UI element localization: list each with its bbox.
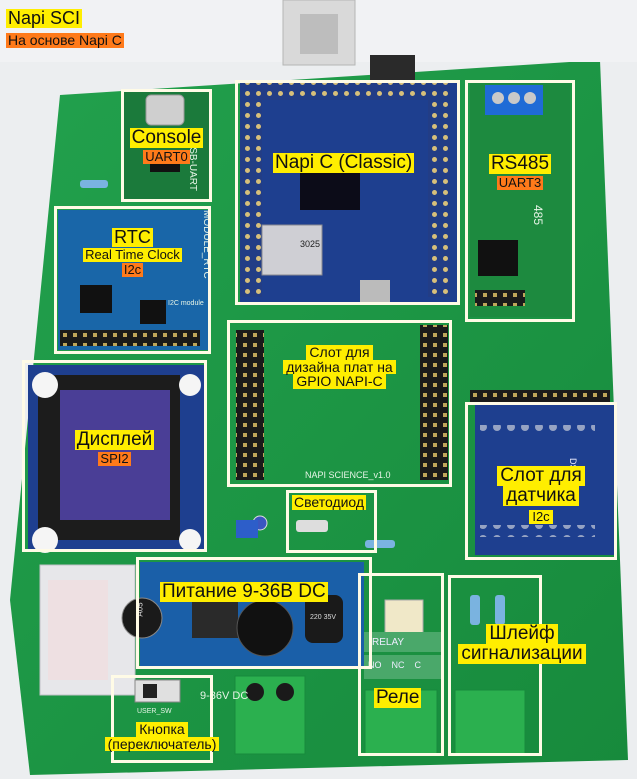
relay-component xyxy=(384,599,424,637)
napi-label: Napi C (Classic) xyxy=(273,152,415,173)
rs485-caption: RS485 UART3 xyxy=(465,153,575,191)
relay-pin-nc: NC xyxy=(391,660,405,670)
page-subtitle: На основе Napi C xyxy=(6,32,124,49)
silkscreen-i2c-module: I2C module xyxy=(168,300,204,307)
frame-relay xyxy=(358,573,444,756)
frame-rs485 xyxy=(465,80,575,322)
rtc-label: RTC xyxy=(112,227,153,247)
gpio-slot-line3: GPIO NAPI-C xyxy=(293,374,386,390)
silkscreen-user-sw: USER_SW xyxy=(137,708,172,715)
page-title: Napi SCI xyxy=(6,8,83,28)
frame-alarm xyxy=(448,575,542,756)
alarm-caption: Шлейф сигнализации xyxy=(447,624,597,664)
gpio-header-left xyxy=(236,330,264,480)
relay-pin-c: C xyxy=(414,660,422,670)
rtc-line2: Real Time Clock xyxy=(83,246,182,262)
frame-sensor xyxy=(465,402,617,560)
display-sub: SPI2 xyxy=(98,450,131,467)
gpio-header-right xyxy=(420,325,448,480)
frame-gpio-slot xyxy=(227,320,452,487)
frame-display xyxy=(22,360,207,552)
sensor-caption: Слот для датчика I2c xyxy=(465,466,617,524)
sd-card-slot xyxy=(261,224,323,276)
power-label: Питание 9-36В DC xyxy=(160,581,328,602)
sensor-line1: Слот для xyxy=(497,466,585,486)
rtc-caption: RTC Real Time Clock I2c xyxy=(54,228,211,277)
rs485-module-pcb xyxy=(470,82,570,317)
rtc-sub: I2c xyxy=(121,261,144,277)
rs485-label: RS485 xyxy=(488,153,552,174)
silkscreen-sd: 3025 xyxy=(300,239,321,249)
led-label: Светодиод xyxy=(292,494,367,510)
console-sub: UART0 xyxy=(143,148,190,165)
display-caption: Дисплей SPI2 xyxy=(22,429,207,467)
silkscreen-version: NAPI SCIENCE_v1.0 xyxy=(305,470,391,480)
gpio-slot-caption: Слот для дизайна плат на GPIO NAPI-C xyxy=(227,345,452,390)
silkscreen-reg-2: 220 35V xyxy=(310,614,337,621)
alarm-terminal-block xyxy=(454,689,526,755)
frame-power xyxy=(136,557,372,669)
frame-led xyxy=(286,490,377,553)
console-label: Console xyxy=(129,127,204,148)
frame-napi xyxy=(235,80,460,305)
silkscreen-relay: RELAY xyxy=(372,637,405,648)
sensor-line2: датчика xyxy=(503,485,579,506)
relay-label: Реле xyxy=(374,687,422,708)
display-label: Дисплей xyxy=(74,429,155,450)
frame-rtc xyxy=(54,206,211,354)
alarm-line1: Шлейф xyxy=(486,624,558,644)
console-caption: Console UART0 xyxy=(121,127,212,165)
button-line1: Кнопка xyxy=(136,722,188,737)
gpio-slot-line2: дизайна плат на xyxy=(283,359,396,375)
gpio-slot-line1: Слот для xyxy=(306,345,373,360)
power-terminal-block xyxy=(234,675,306,755)
alarm-line2: сигнализации xyxy=(458,643,586,664)
silkscreen-relay-pins: NO NC C xyxy=(368,660,421,670)
button-caption: Кнопка (переключатель) xyxy=(95,722,229,752)
sensor-sub: I2c xyxy=(529,510,553,524)
rs485-sub: UART3 xyxy=(496,174,544,191)
frame-console xyxy=(121,89,212,202)
relay-pin-no: NO xyxy=(368,660,382,670)
button-line2: (переключатель) xyxy=(104,736,220,752)
usb-c-port xyxy=(145,94,185,126)
frame-button xyxy=(111,675,213,763)
